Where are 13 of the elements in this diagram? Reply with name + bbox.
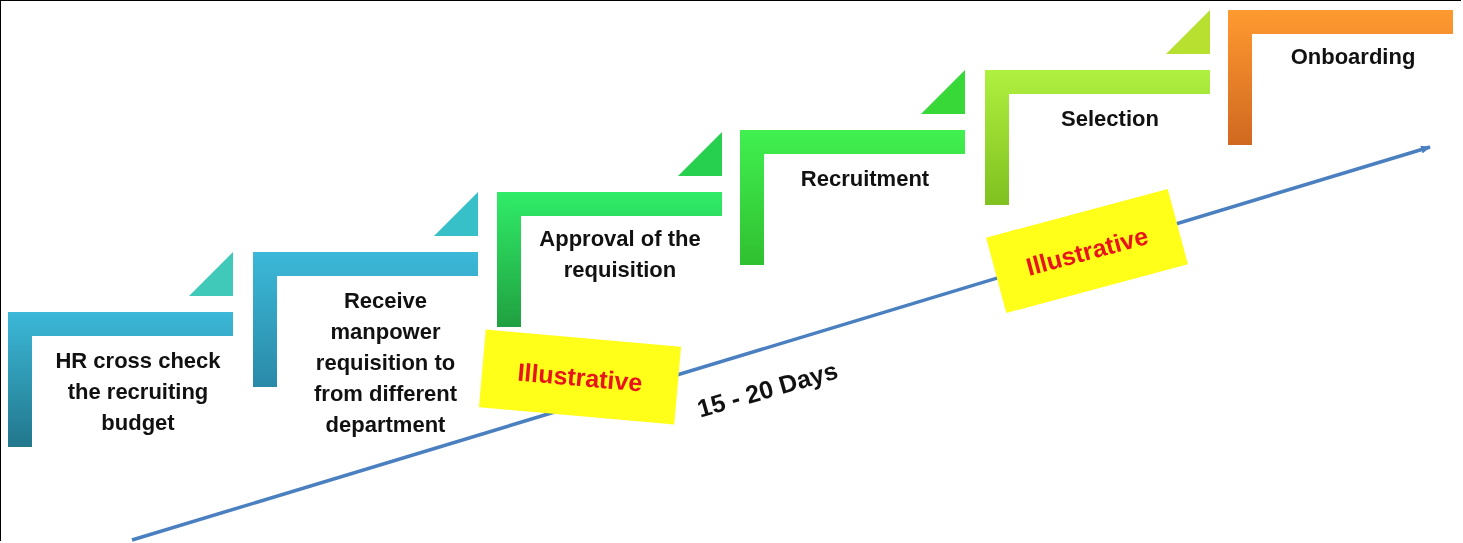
stair-step (253, 192, 478, 387)
stair-step (8, 252, 233, 447)
duration-label: 15 - 20 Days (694, 355, 841, 424)
step-label: Recruitment (799, 165, 931, 193)
step-label: Selection (1060, 105, 1160, 133)
step-label: Onboarding (1289, 43, 1417, 71)
stair-step (985, 10, 1210, 205)
stair-step (497, 132, 722, 327)
step-label: Approval of the requisition (538, 225, 702, 284)
stair-step (740, 70, 965, 265)
stamp-note: Illustrative (478, 329, 682, 425)
step-label: HR cross check the recruiting budget (54, 347, 222, 437)
step-label: Receive manpower requisition to from different department (313, 287, 458, 439)
